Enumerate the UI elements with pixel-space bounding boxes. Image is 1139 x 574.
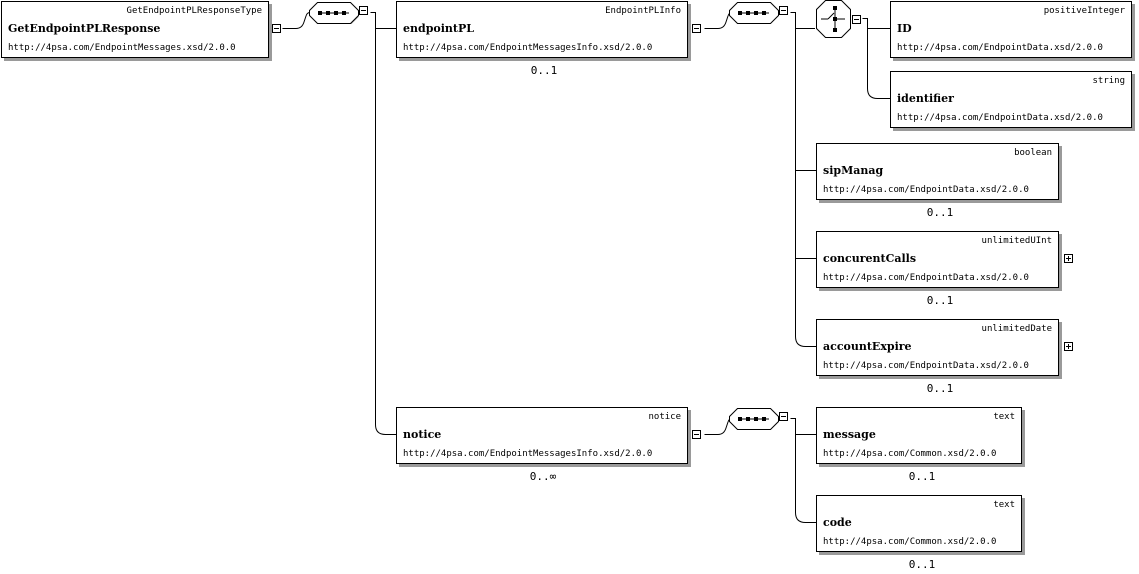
sequence-compositor-icon (309, 2, 359, 24)
sequence-collapse-toggle[interactable] (359, 6, 368, 15)
element-type: unlimitedUInt (981, 236, 1052, 246)
element-namespace: http://4psa.com/EndpointData.xsd/2.0.0 (823, 273, 1029, 283)
element-name: accountExpire (823, 340, 912, 353)
element-box-id[interactable]: positiveInteger ID http://4psa.com/Endpo… (890, 1, 1132, 58)
element-box-accountexpire[interactable]: unlimitedDate accountExpire http://4psa.… (816, 319, 1059, 376)
element-box-message[interactable]: text message http://4psa.com/Common.xsd/… (816, 407, 1022, 464)
element-box-concurentcalls[interactable]: unlimitedUInt concurentCalls http://4psa… (816, 231, 1059, 288)
element-namespace: http://4psa.com/Common.xsd/2.0.0 (823, 449, 997, 459)
occurrence-label: 0..1 (908, 470, 936, 483)
element-name: sipManag (823, 164, 884, 177)
occurrence-label: 0..∞ (529, 470, 557, 483)
element-type: positiveInteger (1043, 6, 1125, 16)
element-name: GetEndpointPLResponse (8, 22, 161, 35)
element-name: notice (403, 428, 442, 441)
element-box-code[interactable]: text code http://4psa.com/Common.xsd/2.0… (816, 495, 1022, 552)
sequence-compositor-icon (729, 2, 779, 24)
element-type: text (993, 500, 1015, 510)
element-name: identifier (897, 92, 954, 105)
element-box-notice[interactable]: notice notice http://4psa.com/EndpointMe… (396, 407, 688, 464)
element-box-endpointpl[interactable]: EndpointPLInfo endpointPL http://4psa.co… (396, 1, 688, 58)
element-type: string (1092, 76, 1125, 86)
element-namespace: http://4psa.com/EndpointData.xsd/2.0.0 (823, 185, 1029, 195)
element-type: EndpointPLInfo (605, 6, 681, 16)
element-namespace: http://4psa.com/EndpointData.xsd/2.0.0 (897, 43, 1103, 53)
element-collapse-toggle[interactable] (272, 24, 281, 33)
element-collapse-toggle[interactable] (692, 24, 701, 33)
occurrence-label: 0..1 (926, 382, 954, 395)
sequence-compositor-icon (729, 408, 779, 430)
element-name: message (823, 428, 876, 441)
element-expand-toggle[interactable] (1064, 342, 1073, 351)
element-name: ID (897, 22, 912, 35)
sequence-collapse-toggle[interactable] (779, 6, 788, 15)
sequence-collapse-toggle[interactable] (779, 412, 788, 421)
element-name: endpointPL (403, 22, 474, 35)
element-type: text (993, 412, 1015, 422)
occurrence-label: 0..1 (908, 558, 936, 571)
element-namespace: http://4psa.com/Common.xsd/2.0.0 (823, 537, 997, 547)
occurrence-label: 0..1 (926, 206, 954, 219)
element-type: boolean (1014, 148, 1052, 158)
element-type: unlimitedDate (981, 324, 1052, 334)
element-type: notice (648, 412, 681, 422)
choice-compositor-icon (816, 0, 851, 38)
element-namespace: http://4psa.com/EndpointMessagesInfo.xsd… (403, 449, 653, 459)
occurrence-label: 0..1 (926, 294, 954, 307)
element-namespace: http://4psa.com/EndpointMessages.xsd/2.0… (8, 43, 236, 53)
element-namespace: http://4psa.com/EndpointData.xsd/2.0.0 (823, 361, 1029, 371)
element-name: code (823, 516, 852, 529)
element-box-getendpointplresponse[interactable]: GetEndpointPLResponseType GetEndpointPLR… (1, 1, 269, 58)
element-name: concurentCalls (823, 252, 917, 265)
element-collapse-toggle[interactable] (692, 430, 701, 439)
choice-collapse-toggle[interactable] (852, 15, 861, 24)
occurrence-label: 0..1 (530, 64, 558, 77)
element-type: GetEndpointPLResponseType (126, 6, 262, 16)
element-namespace: http://4psa.com/EndpointMessagesInfo.xsd… (403, 43, 653, 53)
element-box-identifier[interactable]: string identifier http://4psa.com/Endpoi… (890, 71, 1132, 128)
element-namespace: http://4psa.com/EndpointData.xsd/2.0.0 (897, 113, 1103, 123)
element-expand-toggle[interactable] (1064, 254, 1073, 263)
element-box-sipmanag[interactable]: boolean sipManag http://4psa.com/Endpoin… (816, 143, 1059, 200)
